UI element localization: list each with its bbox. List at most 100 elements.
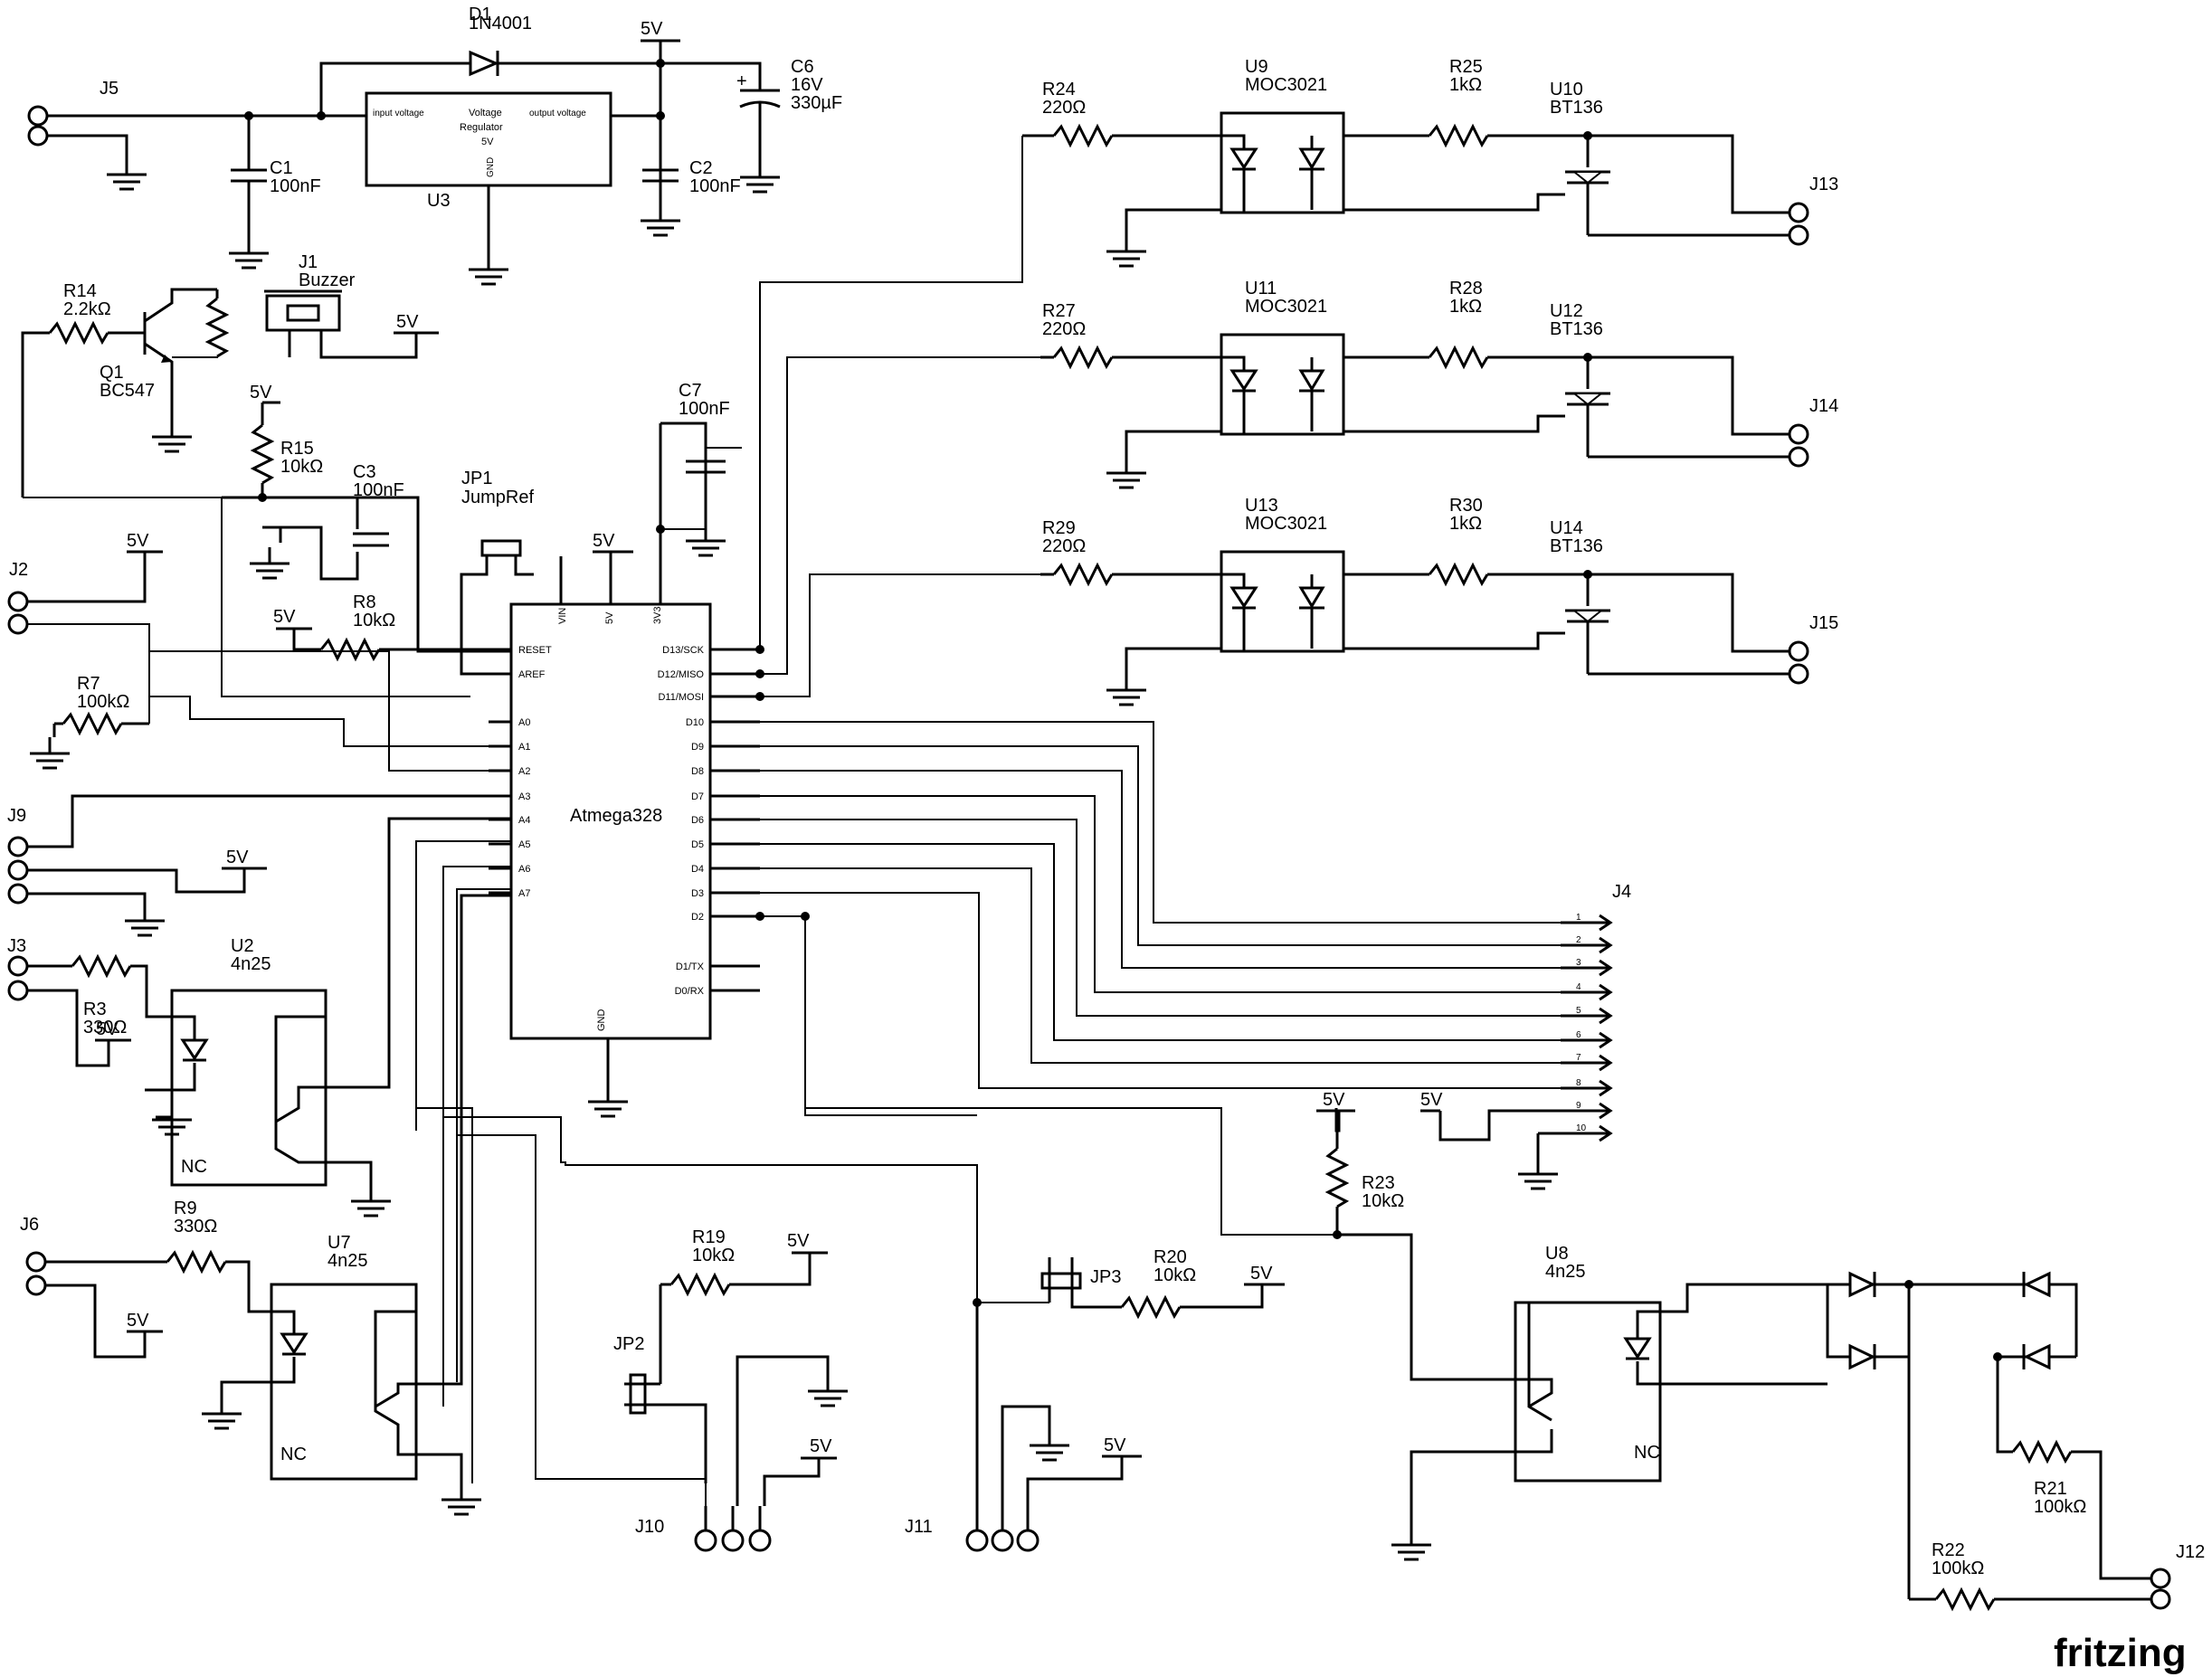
c1-label: C1 bbox=[270, 158, 293, 178]
r30-value: 1kΩ bbox=[1449, 514, 1482, 534]
j11-terminal-1[interactable] bbox=[965, 1529, 989, 1552]
reg-output-label: output voltage bbox=[529, 109, 586, 118]
jp1-label: JP1 bbox=[461, 469, 492, 488]
j3-terminal-1[interactable] bbox=[7, 955, 29, 977]
mcu-pin-a7: A7 bbox=[518, 888, 530, 899]
mcu-pin-d1-tx: D1/TX bbox=[676, 962, 705, 972]
j15-terminal-1[interactable] bbox=[1788, 640, 1809, 662]
j4-pin-3[interactable]: 3 bbox=[1561, 958, 1613, 977]
r24-label: R24 bbox=[1042, 80, 1076, 99]
j6-5v-label: 5V bbox=[127, 1311, 149, 1331]
r21-value: 100kΩ bbox=[2034, 1497, 2086, 1517]
j4-pin-5[interactable]: 5 bbox=[1561, 1006, 1613, 1025]
j13-terminal-2[interactable] bbox=[1788, 224, 1809, 246]
jp3-jumper[interactable] bbox=[1040, 1272, 1082, 1290]
j15-label: J15 bbox=[1809, 613, 1838, 633]
j4-pin-7[interactable]: 7 bbox=[1561, 1053, 1613, 1072]
mcu-vin-label: VIN bbox=[557, 608, 568, 624]
svg-text:10: 10 bbox=[1576, 1123, 1587, 1133]
r29-label: R29 bbox=[1042, 518, 1076, 538]
r9-value: 330Ω bbox=[174, 1217, 217, 1236]
j9-5v-label: 5V bbox=[226, 848, 249, 867]
r14-value: 2.2kΩ bbox=[63, 299, 111, 319]
c1-value: 100nF bbox=[270, 176, 321, 196]
j14-terminal-2[interactable] bbox=[1788, 446, 1809, 468]
j15-terminal-2[interactable] bbox=[1788, 663, 1809, 685]
r22-value: 100kΩ bbox=[1932, 1559, 1984, 1578]
c7-label: C7 bbox=[679, 381, 702, 401]
u2-nc-label: NC bbox=[181, 1157, 207, 1177]
svg-text:7: 7 bbox=[1576, 1053, 1581, 1063]
r15-5v-label: 5V bbox=[250, 383, 272, 403]
j9-terminal-1[interactable] bbox=[7, 836, 29, 857]
r8-label: R8 bbox=[353, 592, 376, 612]
u10-value: BT136 bbox=[1550, 98, 1603, 118]
j9-terminal-3[interactable] bbox=[7, 883, 29, 905]
mcu-pin-d12-miso: D12/MISO bbox=[658, 669, 705, 680]
j14-label: J14 bbox=[1809, 396, 1838, 416]
j2-terminal-2[interactable] bbox=[7, 613, 29, 635]
j10-terminal-3[interactable] bbox=[748, 1529, 772, 1552]
r19-value: 10kΩ bbox=[692, 1246, 735, 1265]
j6-terminal-2[interactable] bbox=[25, 1274, 47, 1296]
j4-5v-b-label: 5V bbox=[1420, 1090, 1443, 1110]
mcu-pin-d13-sck: D13/SCK bbox=[662, 645, 705, 656]
reg-title-3: 5V bbox=[481, 137, 494, 147]
j3-5v-label: 5V bbox=[96, 1019, 119, 1039]
j4-pin-1[interactable]: 1 bbox=[1561, 913, 1613, 932]
svg-text:1: 1 bbox=[1576, 913, 1581, 923]
j14-terminal-1[interactable] bbox=[1788, 423, 1809, 445]
jp1-jumper[interactable] bbox=[480, 539, 522, 557]
j6-terminal-1[interactable] bbox=[25, 1251, 47, 1273]
j11-terminal-2[interactable] bbox=[991, 1529, 1014, 1552]
j6-label: J6 bbox=[20, 1215, 39, 1235]
j4-pin-6[interactable]: 6 bbox=[1561, 1030, 1613, 1049]
r7-value: 100kΩ bbox=[77, 692, 129, 712]
u9-label: U9 bbox=[1245, 57, 1268, 77]
mcu-pin-a0: A0 bbox=[518, 717, 530, 728]
j10-terminal-2[interactable] bbox=[721, 1529, 745, 1552]
u13-label: U13 bbox=[1245, 496, 1278, 516]
r14-label: R14 bbox=[63, 281, 97, 301]
r3-value: 330Ω bbox=[83, 1018, 127, 1037]
u10-label: U10 bbox=[1550, 80, 1583, 99]
r20-label: R20 bbox=[1153, 1247, 1187, 1267]
j4-pin-4[interactable]: 4 bbox=[1561, 982, 1613, 1001]
j1-value: Buzzer bbox=[299, 270, 356, 290]
u8-label: U8 bbox=[1545, 1244, 1569, 1264]
j5-terminal-2[interactable] bbox=[27, 125, 49, 147]
j3-terminal-2[interactable] bbox=[7, 980, 29, 1001]
r30-label: R30 bbox=[1449, 496, 1483, 516]
j2-terminal-1[interactable] bbox=[7, 591, 29, 612]
j12-terminal-1[interactable] bbox=[2150, 1568, 2171, 1589]
u12-label: U12 bbox=[1550, 301, 1583, 321]
j4-pin-2[interactable]: 2 bbox=[1561, 935, 1613, 954]
c7-value: 100nF bbox=[679, 399, 730, 419]
j10-label: J10 bbox=[635, 1517, 664, 1537]
reg-title-2: Regulator bbox=[460, 122, 503, 133]
mcu-pin-d5: D5 bbox=[691, 839, 704, 850]
mcu-pin-a3: A3 bbox=[518, 791, 530, 802]
reg-gnd-label: GND bbox=[486, 157, 496, 177]
j11-5v-label: 5V bbox=[1104, 1435, 1126, 1455]
r27-label: R27 bbox=[1042, 301, 1076, 321]
r28-value: 1kΩ bbox=[1449, 297, 1482, 317]
j13-terminal-1[interactable] bbox=[1788, 202, 1809, 223]
u12-value: BT136 bbox=[1550, 319, 1603, 339]
j5-terminal-1[interactable] bbox=[27, 105, 49, 127]
c3-label: C3 bbox=[353, 462, 376, 482]
mcu-pin-d4: D4 bbox=[691, 864, 704, 875]
j11-terminal-3[interactable] bbox=[1016, 1529, 1040, 1552]
j4-pin-8[interactable]: 8 bbox=[1561, 1078, 1613, 1097]
c2-label: C2 bbox=[689, 158, 713, 178]
u7-label: U7 bbox=[328, 1233, 351, 1253]
j12-terminal-2[interactable] bbox=[2150, 1588, 2171, 1610]
j10-terminal-1[interactable] bbox=[694, 1529, 717, 1552]
jp2-jumper[interactable] bbox=[629, 1373, 647, 1415]
r15-label: R15 bbox=[280, 439, 314, 459]
j9-terminal-2[interactable] bbox=[7, 859, 29, 881]
